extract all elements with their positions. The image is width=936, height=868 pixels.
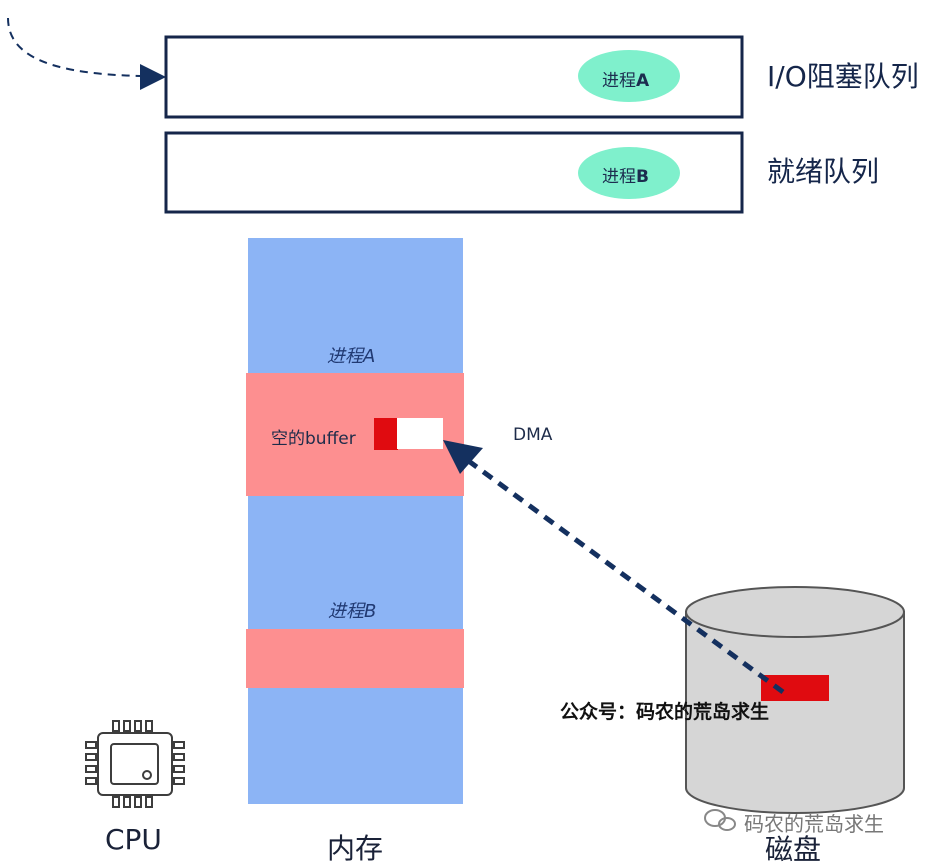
io-queue-label: I/O阻塞队列 xyxy=(767,60,919,93)
disk-cylinder-icon xyxy=(685,586,905,814)
disk-data-block xyxy=(761,675,829,701)
process-a-pill xyxy=(578,50,680,102)
empty-buffer-label: 空的buffer xyxy=(271,429,356,449)
process-b-pill-label: 进程B xyxy=(602,167,649,187)
buffer-filled-portion xyxy=(374,418,398,450)
dma-label: DMA xyxy=(513,425,553,445)
cpu-caption: CPU xyxy=(105,823,162,856)
dma-arrow xyxy=(468,459,785,695)
memory-process-b-region xyxy=(246,629,464,688)
incoming-dashed-arrow xyxy=(7,17,141,77)
process-b-pill xyxy=(578,147,680,199)
footer-watermark: 码农的荒岛求生 xyxy=(744,812,884,836)
memory-process-a-label: 进程A xyxy=(327,346,376,367)
memory-process-b-label: 进程B xyxy=(328,601,377,622)
ready-queue-label: 就绪队列 xyxy=(767,155,880,188)
incoming-arrowhead xyxy=(140,64,166,90)
process-a-pill-label: 进程A xyxy=(602,71,650,91)
watermark-text: 公众号：码农的荒岛求生 xyxy=(560,701,770,723)
disk-caption: 磁盘 xyxy=(765,833,822,866)
dma-arrowhead xyxy=(443,440,483,474)
memory-block xyxy=(248,238,463,804)
buffer-empty-portion xyxy=(397,418,443,449)
memory-caption: 内存 xyxy=(327,832,384,865)
cpu-chip-icon xyxy=(85,720,185,808)
wechat-icon xyxy=(704,809,736,831)
